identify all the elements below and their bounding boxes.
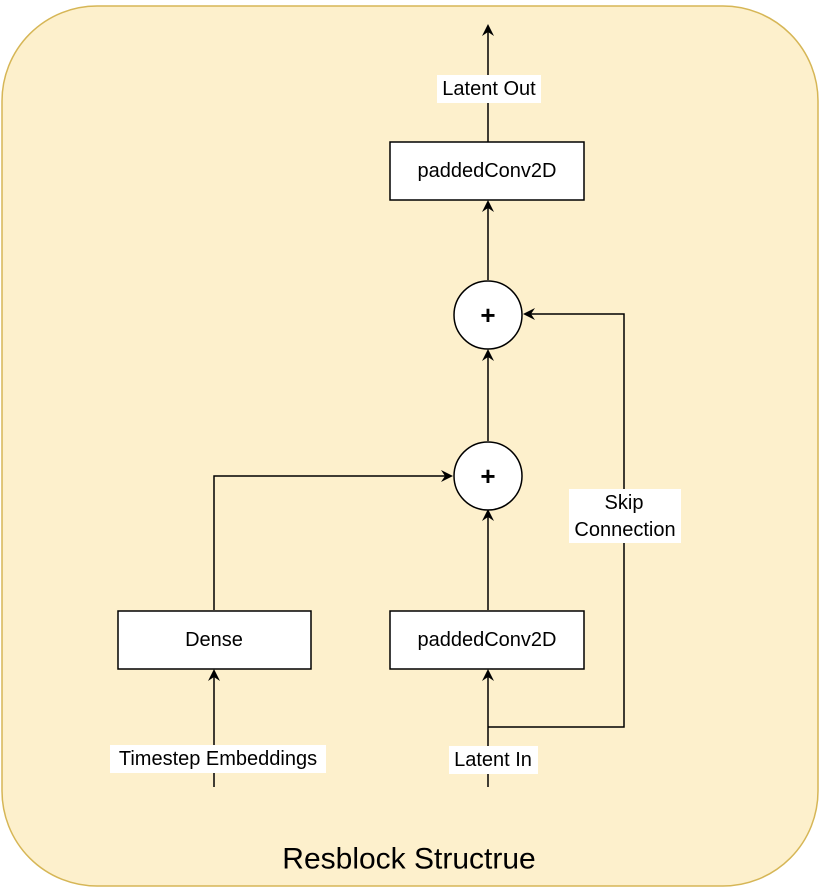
diagram-title: Resblock Structrue [282,843,535,876]
skip-connection-label-line1: Skip [605,492,644,514]
add-bottom-node: + [453,441,523,511]
add-top-label: + [480,300,495,330]
latent-in-label-group: Latent In [449,746,538,774]
dense-node: Dense [117,610,312,670]
conv-bottom-label: paddedConv2D [418,629,557,651]
timestep-embeddings-label-group: Timestep Embeddings [110,745,326,773]
conv-top-node: paddedConv2D [389,141,585,201]
conv-top-label: paddedConv2D [418,160,557,182]
timestep-embeddings-label: Timestep Embeddings [119,748,317,770]
conv-bottom-node: paddedConv2D [389,610,585,670]
add-bottom-label: + [480,461,495,491]
add-top-node: + [453,280,523,350]
latent-out-label: Latent Out [442,78,536,100]
latent-in-label: Latent In [454,749,532,771]
skip-connection-label-group: Skip Connection [569,489,681,543]
skip-connection-label-line2: Connection [574,519,675,541]
latent-out-label-group: Latent Out [437,75,541,103]
dense-label: Dense [185,629,243,651]
edge-dense-to-add [213,470,453,610]
